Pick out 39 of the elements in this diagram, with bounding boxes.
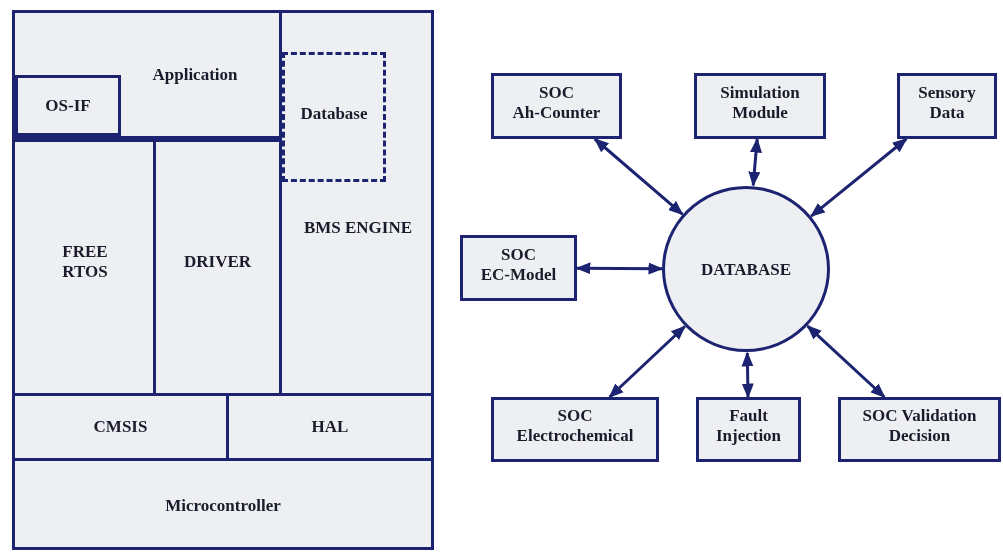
double-arrow	[810, 137, 908, 218]
node-label: SOC Validation Decision	[861, 406, 978, 446]
node-label: OS-IF	[44, 96, 92, 116]
node-label: HAL	[310, 417, 350, 437]
node-label: SOC EC-Model	[479, 245, 558, 285]
layer-block	[279, 10, 434, 396]
module-box	[838, 397, 1001, 462]
layer-block	[12, 10, 282, 139]
node-label: Database	[299, 104, 369, 124]
node-label: BMS ENGINE	[302, 218, 414, 238]
double-arrow	[575, 262, 664, 275]
layer-block	[15, 75, 121, 136]
module-box	[897, 73, 997, 139]
double-arrow	[748, 137, 762, 187]
node-label: CMSIS	[92, 417, 149, 437]
module-box	[696, 397, 801, 462]
module-box	[491, 73, 622, 139]
node-label: DRIVER	[182, 252, 253, 272]
node-label: Application	[151, 65, 239, 85]
double-arrow	[741, 351, 754, 399]
module-box	[694, 73, 826, 139]
node-label: SOC Ah-Counter	[511, 83, 602, 123]
module-box	[491, 397, 659, 462]
node-label: Microcontroller	[164, 496, 282, 516]
layer-block	[12, 139, 156, 396]
double-arrow	[806, 324, 886, 399]
node-label: Sensory Data	[917, 83, 977, 123]
layer-block	[12, 393, 229, 461]
layer-block	[226, 393, 434, 461]
double-arrow	[593, 137, 684, 216]
node-label: FREE RTOS	[61, 242, 109, 282]
node-label: SOC Electrochemical	[515, 406, 635, 446]
node-label: Simulation Module	[719, 83, 801, 123]
double-arrow	[608, 325, 686, 399]
module-box	[460, 235, 577, 301]
layer-block	[153, 139, 282, 396]
node-label: DATABASE	[699, 260, 793, 280]
node-label: Fault Injection	[714, 406, 783, 446]
layer-block	[12, 458, 434, 550]
